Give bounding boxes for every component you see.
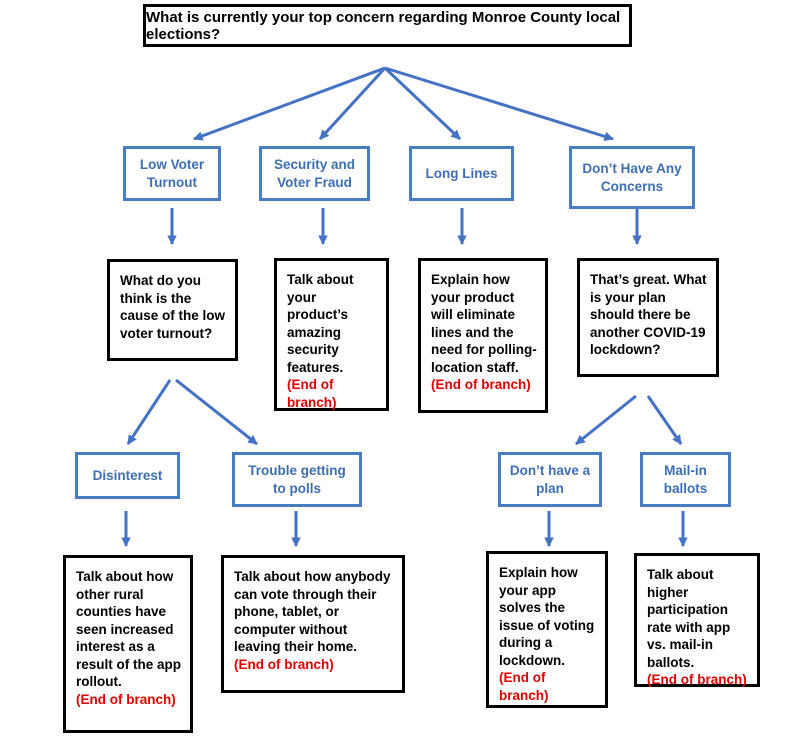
category-no-plan: Don’t have a plan (498, 452, 602, 507)
arrow-to-low-turnout (193, 66, 386, 141)
arrow-to-no-plan (575, 394, 637, 446)
end-of-branch-label: (End of branch) (647, 672, 747, 687)
category-label: Disinterest (92, 467, 163, 483)
category-label: Security and Voter Fraud (273, 156, 356, 190)
trouble-response-text: Talk about how anybody can vote through … (234, 569, 391, 654)
top-question-text: What is currently your top concern regar… (146, 8, 621, 43)
category-label: Long Lines (425, 165, 498, 181)
trouble-response-box: Talk about how anybody can vote through … (221, 555, 405, 693)
arrow-to-mail-in (646, 395, 683, 445)
category-security-voter-fraud: Security and Voter Fraud (259, 146, 370, 201)
category-trouble-getting-to-polls: Trouble getting to polls (232, 452, 362, 507)
category-label: Mail-in ballots (663, 462, 708, 496)
security-response-box: Talk about your product’s amazing securi… (274, 258, 389, 411)
security-response-text: Talk about your product’s amazing securi… (287, 272, 354, 375)
turnout-question-box: What do you think is the cause of the lo… (107, 259, 238, 361)
top-question-box: What is currently your top concern regar… (143, 4, 632, 47)
disinterest-response-box: Talk about how other rural counties have… (63, 555, 193, 733)
category-low-voter-turnout: Low Voter Turnout (123, 146, 221, 201)
category-label: Don’t have a plan (509, 462, 591, 496)
category-no-concerns: Don’t Have Any Concerns (569, 146, 695, 209)
arrow-to-no-concerns (384, 66, 614, 142)
no-plan-response-text: Explain how your app solves the issue of… (499, 565, 595, 668)
end-of-branch-label: (End of branch) (499, 670, 549, 703)
arrow-to-disinterest (126, 379, 172, 445)
category-disinterest: Disinterest (75, 452, 180, 499)
category-long-lines: Long Lines (409, 146, 514, 201)
category-label: Low Voter Turnout (139, 156, 205, 190)
end-of-branch-label: (End of branch) (76, 691, 176, 707)
arrow-to-long-lines (383, 66, 462, 141)
no-plan-response-box: Explain how your app solves the issue of… (486, 551, 608, 708)
mail-in-response-text: Talk about higher participation rate wit… (647, 567, 731, 670)
category-label: Trouble getting to polls (248, 462, 346, 496)
arrow-to-security (318, 66, 387, 141)
end-of-branch-label: (End of branch) (287, 377, 337, 410)
no-concerns-question-text: That’s great. What is your plan should t… (590, 272, 707, 357)
mail-in-response-box: Talk about higher participation rate wit… (634, 553, 760, 687)
disinterest-response-text: Talk about how other rural counties have… (76, 569, 182, 689)
turnout-question-text: What do you think is the cause of the lo… (120, 273, 226, 341)
long-lines-response-text: Explain how your product will eliminate … (431, 272, 537, 375)
end-of-branch-label: (End of branch) (431, 377, 531, 392)
end-of-branch-label: (End of branch) (234, 656, 334, 672)
long-lines-response-box: Explain how your product will eliminate … (418, 258, 548, 413)
arrow-to-trouble (175, 378, 258, 446)
no-concerns-question-box: That’s great. What is your plan should t… (577, 258, 719, 377)
category-label: Don’t Have Any Concerns (582, 160, 682, 194)
category-mail-in-ballots: Mail-in ballots (640, 452, 731, 507)
